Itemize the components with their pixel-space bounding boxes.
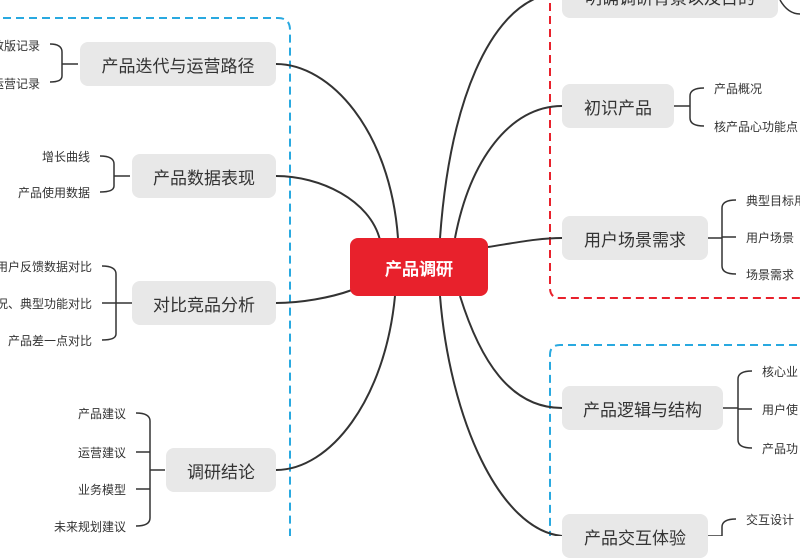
branch-data xyxy=(275,175,381,241)
main-branches xyxy=(275,0,563,536)
leaf-logic-1[interactable]: 核心业 xyxy=(752,360,800,382)
leaf-logic-2[interactable]: 用户使 xyxy=(752,398,800,420)
leaf-iteration-1[interactable]: 数版记录 xyxy=(0,34,50,56)
branch-conclusion xyxy=(275,295,396,471)
leaf-iteration-2[interactable]: 运营记录 xyxy=(0,72,50,94)
node-logic[interactable]: 产品逻辑与结构 xyxy=(562,386,723,430)
branch-interaction xyxy=(439,295,563,536)
branch-intro xyxy=(454,105,563,239)
right-leaf-brackets xyxy=(674,0,800,536)
left-group-border xyxy=(0,17,291,536)
leaf-intro-2[interactable]: 核产品心功能点 xyxy=(704,115,800,137)
leaf-logic-3[interactable]: 产品功 xyxy=(752,437,800,459)
branch-compare xyxy=(275,289,353,304)
branch-logic xyxy=(459,295,563,409)
branch-scene xyxy=(487,237,563,248)
leaf-conclusion-2[interactable]: 运营建议 xyxy=(66,441,136,463)
branch-iteration xyxy=(275,63,399,239)
leaf-conclusion-4[interactable]: 未来规划建议 xyxy=(40,515,136,537)
mind-map-connectors xyxy=(0,0,800,536)
leaf-conclusion-1[interactable]: 产品建议 xyxy=(66,402,136,424)
leaf-data-2[interactable]: 产品使用数据 xyxy=(4,181,100,203)
node-interaction[interactable]: 产品交互体验 xyxy=(562,514,708,558)
leaf-conclusion-3[interactable]: 业务模型 xyxy=(66,478,136,500)
leaf-compare-1[interactable]: 用户反馈数据对比 xyxy=(0,255,102,277)
branch-background xyxy=(439,0,535,239)
node-intro[interactable]: 初识产品 xyxy=(562,84,674,128)
leaf-scene-2[interactable]: 用户场景 xyxy=(736,226,800,248)
leaf-compare-3[interactable]: 产品差一点对比 xyxy=(0,329,102,351)
leaf-interaction-1[interactable]: 交互设计 xyxy=(736,508,800,530)
center-node[interactable]: 产品调研 xyxy=(350,238,488,296)
node-data[interactable]: 产品数据表现 xyxy=(132,154,276,198)
right-bottom-group-border xyxy=(549,344,800,536)
leaf-scene-3[interactable]: 场景需求 xyxy=(736,263,800,285)
leaf-data-1[interactable]: 增长曲线 xyxy=(30,145,100,167)
leaf-intro-1[interactable]: 产品概况 xyxy=(704,77,784,99)
left-leaf-brackets xyxy=(49,43,165,527)
right-top-group-border xyxy=(549,0,800,299)
node-background[interactable]: 明确调研背景以及目的 xyxy=(562,0,778,18)
node-compare[interactable]: 对比竞品分析 xyxy=(132,281,276,325)
node-iteration[interactable]: 产品迭代与运营路径 xyxy=(80,42,276,86)
node-scene[interactable]: 用户场景需求 xyxy=(562,216,708,260)
node-conclusion[interactable]: 调研结论 xyxy=(166,448,276,492)
leaf-compare-2[interactable]: 况、典型功能对比 xyxy=(0,292,102,314)
